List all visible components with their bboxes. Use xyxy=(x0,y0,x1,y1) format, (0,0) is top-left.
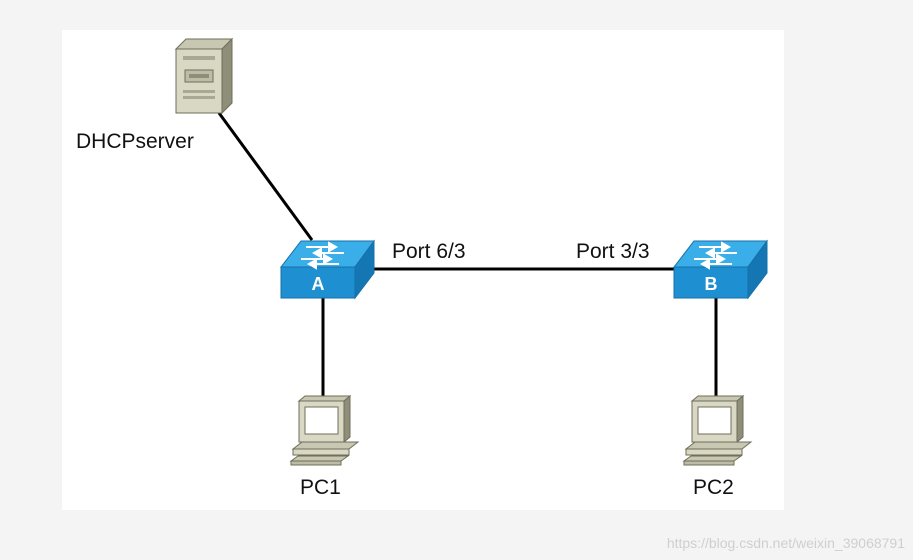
pc1-icon xyxy=(289,394,360,466)
switch-b-letter: B xyxy=(705,274,718,294)
pc1-label: PC1 xyxy=(300,476,341,499)
pc2-label: PC2 xyxy=(693,476,734,499)
port-label-b: Port 3/3 xyxy=(576,240,650,263)
link-server-switch-a xyxy=(217,112,314,241)
watermark-text: https://blog.csdn.net/weixin_39068791 xyxy=(666,535,905,551)
switch-a-letter: A xyxy=(312,274,325,294)
switch-a-icon: A xyxy=(279,239,375,300)
server-tower-icon xyxy=(174,37,234,115)
pc2-icon xyxy=(682,394,753,466)
port-label-a: Port 6/3 xyxy=(392,240,466,263)
server-label: DHCPserver xyxy=(76,130,194,153)
switch-b-icon: B xyxy=(672,239,768,300)
